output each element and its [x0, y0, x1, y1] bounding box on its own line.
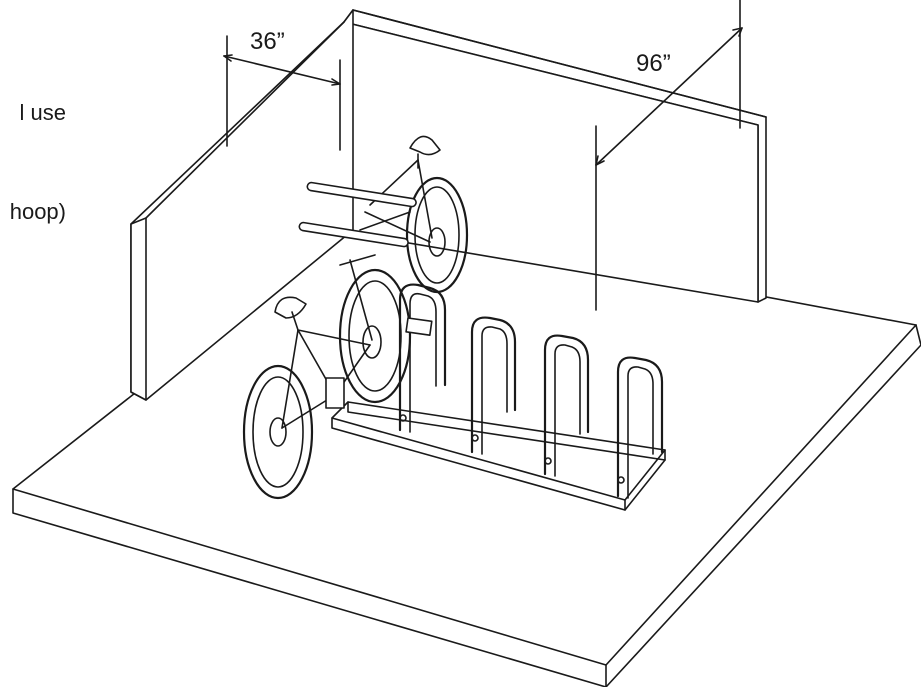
caption-line-2: hoop): [9, 199, 66, 224]
bicycle-icon: [242, 254, 433, 500]
floor-slab: [12, 219, 921, 687]
width-dimension-label: 96”: [636, 50, 671, 77]
depth-dimension: [223, 35, 341, 151]
bicycle-icon: [298, 135, 469, 294]
partial-caption: l use hoop): [0, 30, 66, 294]
bicycle-rack-icon: [331, 283, 666, 511]
width-dimension: [595, 0, 743, 311]
caption-line-1: l use: [19, 100, 66, 125]
depth-dimension-label: 36”: [250, 28, 285, 55]
